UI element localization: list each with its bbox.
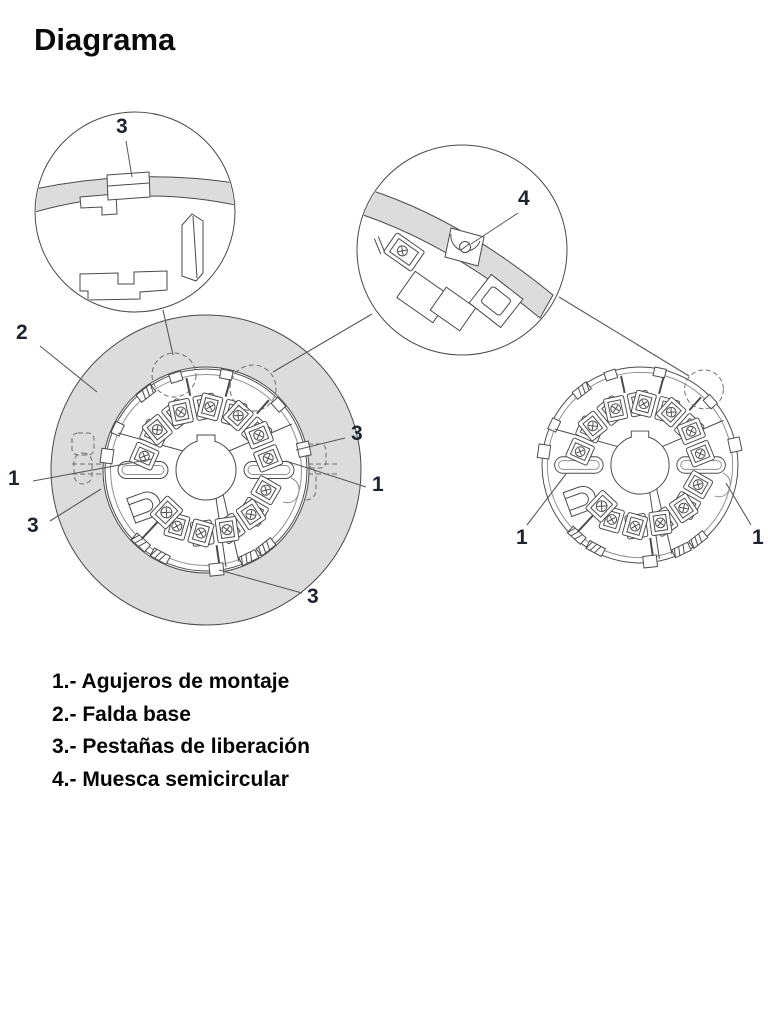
legend: 1.- Agujeros de montaje 2.- Falda base 3… [52,666,310,796]
base-with-skirt [50,314,362,626]
callout-small-mount-right: 1 [752,526,764,549]
callout-mount-hole-right: 1 [372,473,384,496]
callout-mount-hole-left: 1 [8,467,20,490]
callout-release-tab-detail: 3 [116,115,128,138]
detail-reference-circles [151,352,277,412]
detail-bubble-release-tab [34,111,236,313]
legend-item-skirt: 2.- Falda base [52,702,191,726]
detail-reference-circle [684,369,724,410]
legend-item-notch: 4.- Muesca semicircular [52,767,289,791]
legend-item-release-tabs: 3.- Pestañas de liberación [52,735,310,759]
callout-skirt: 2 [16,321,28,344]
legend-item-mount-holes: 1.- Agujeros de montaje [52,670,290,693]
base-without-skirt [537,367,742,568]
detector-base-diagram [32,111,752,626]
detail-bubble-notch [356,144,568,356]
page-title: Diagrama [34,22,176,57]
callout-release-tab-bottom: 3 [307,585,319,608]
callout-small-mount-left: 1 [516,526,528,549]
callout-release-tab-right: 3 [351,422,363,445]
callout-release-tab-left: 3 [27,514,39,537]
callout-notch-detail: 4 [518,187,530,210]
leader-lines [32,296,752,594]
